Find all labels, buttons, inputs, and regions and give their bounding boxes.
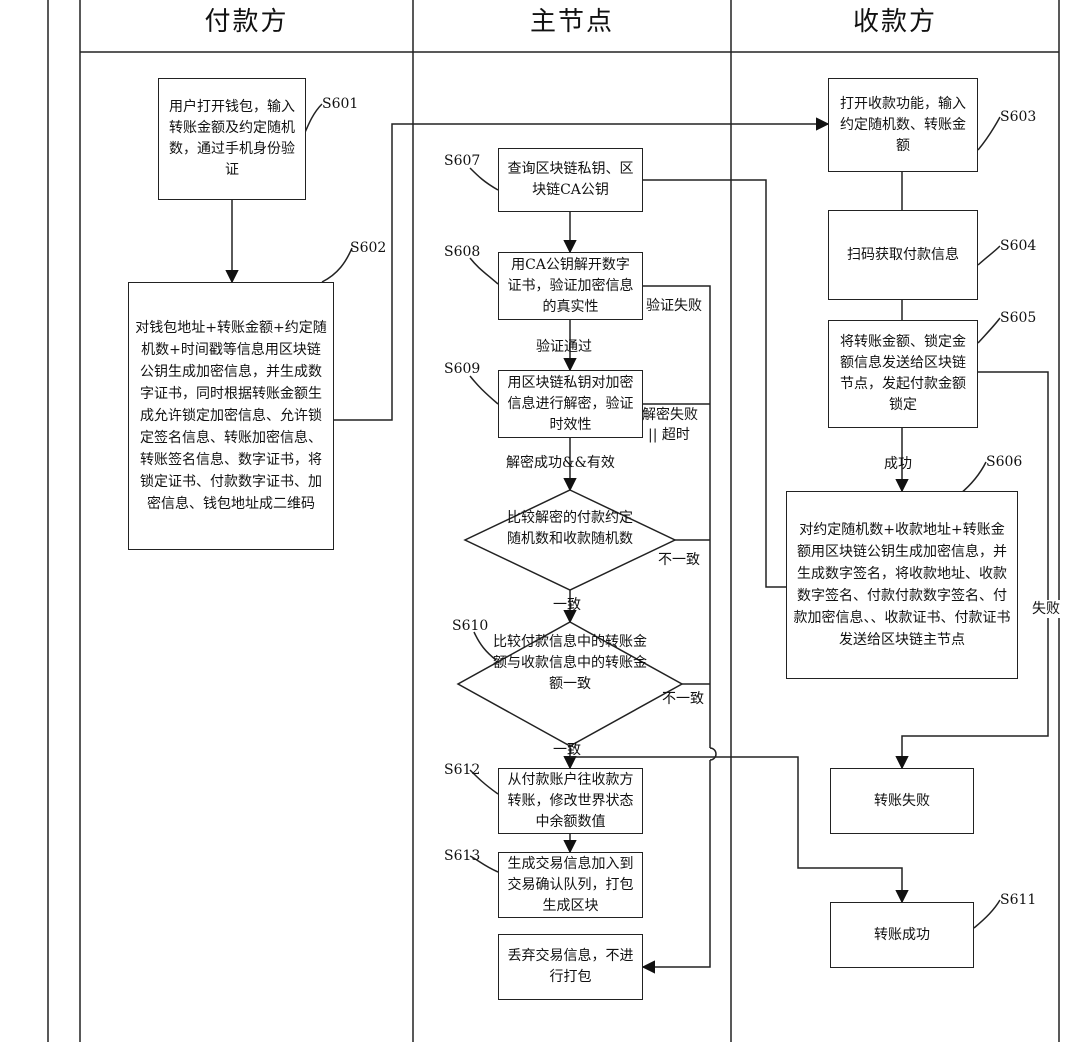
label-success: 成功 [884,456,912,472]
step-id-s610: S610 [452,618,489,634]
box-s604: 扫码获取付款信息 [828,210,978,300]
step-id-s612: S612 [444,762,481,778]
lane-header-payer: 付款方 [204,7,289,37]
step-id-s601: S601 [322,96,359,112]
step-id-s604: S604 [1000,238,1037,254]
label-decrypt-ok: 解密成功&&有效 [506,455,615,471]
step-id-s609: S609 [444,361,481,377]
box-s612: 从付款账户往收款方转账，修改世界状态中余额数值 [498,768,643,834]
step-id-s611: S611 [1000,892,1037,908]
step-id-s613: S613 [444,848,481,864]
step-id-s606: S606 [986,454,1023,470]
box-s608: 用CA公钥解开数字证书，验证加密信息的真实性 [498,252,643,320]
step-id-s605: S605 [1000,310,1037,326]
box-discard: 丢弃交易信息，不进行打包 [498,934,643,1000]
decision-amount-compare [456,621,684,747]
box-s603: 打开收款功能，输入约定随机数、转账金额 [828,78,978,172]
label-match-amount: 一致 [553,742,581,758]
step-id-s607: S607 [444,153,481,169]
label-mismatch-amount: 不一致 [662,691,704,707]
box-s601: 用户打开钱包，输入转账金额及约定随机数，通过手机身份验证 [158,78,306,200]
box-s613: 生成交易信息加入到交易确认队列，打包生成区块 [498,852,643,918]
step-id-s602: S602 [350,240,387,256]
box-s611: 转账成功 [830,902,974,968]
box-transfer-failed: 转账失败 [830,768,974,834]
label-timeout: || 超时 [648,427,690,443]
step-id-s608: S608 [444,244,481,260]
box-s606: 对约定随机数+收款地址+转账金额用区块链公钥生成加密信息，并生成数字签名，将收款… [786,491,1018,679]
lane-header-main-node: 主节点 [529,7,614,37]
decision-amount-compare-text: 比较付款信息中的转账金额与收款信息中的转账金额一致 [493,634,647,692]
decision-random-compare-text: 比较解密的付款约定随机数和收款随机数 [507,510,633,547]
box-s602: 对钱包地址+转账金额+约定随机数+时间戳等信息用区块链公钥生成加密信息，并生成数… [128,282,334,550]
box-s607: 查询区块链私钥、区块链CA公钥 [498,148,643,212]
label-mismatch-random: 不一致 [658,552,700,568]
label-match-random: 一致 [553,597,581,613]
label-failure: 失败 [1032,600,1060,618]
label-verify-fail: 验证失败 [646,298,702,314]
box-s609: 用区块链私钥对加密信息进行解密，验证时效性 [498,370,643,438]
decision-random-compare [463,489,677,591]
box-s605: 将转账金额、锁定金额信息发送给区块链节点，发起付款金额锁定 [828,320,978,428]
label-decrypt-fail: 解密失败 [642,407,698,423]
lane-header-payee: 收款方 [852,7,937,37]
label-verify-pass: 验证通过 [536,339,592,355]
step-id-s603: S603 [1000,109,1037,125]
